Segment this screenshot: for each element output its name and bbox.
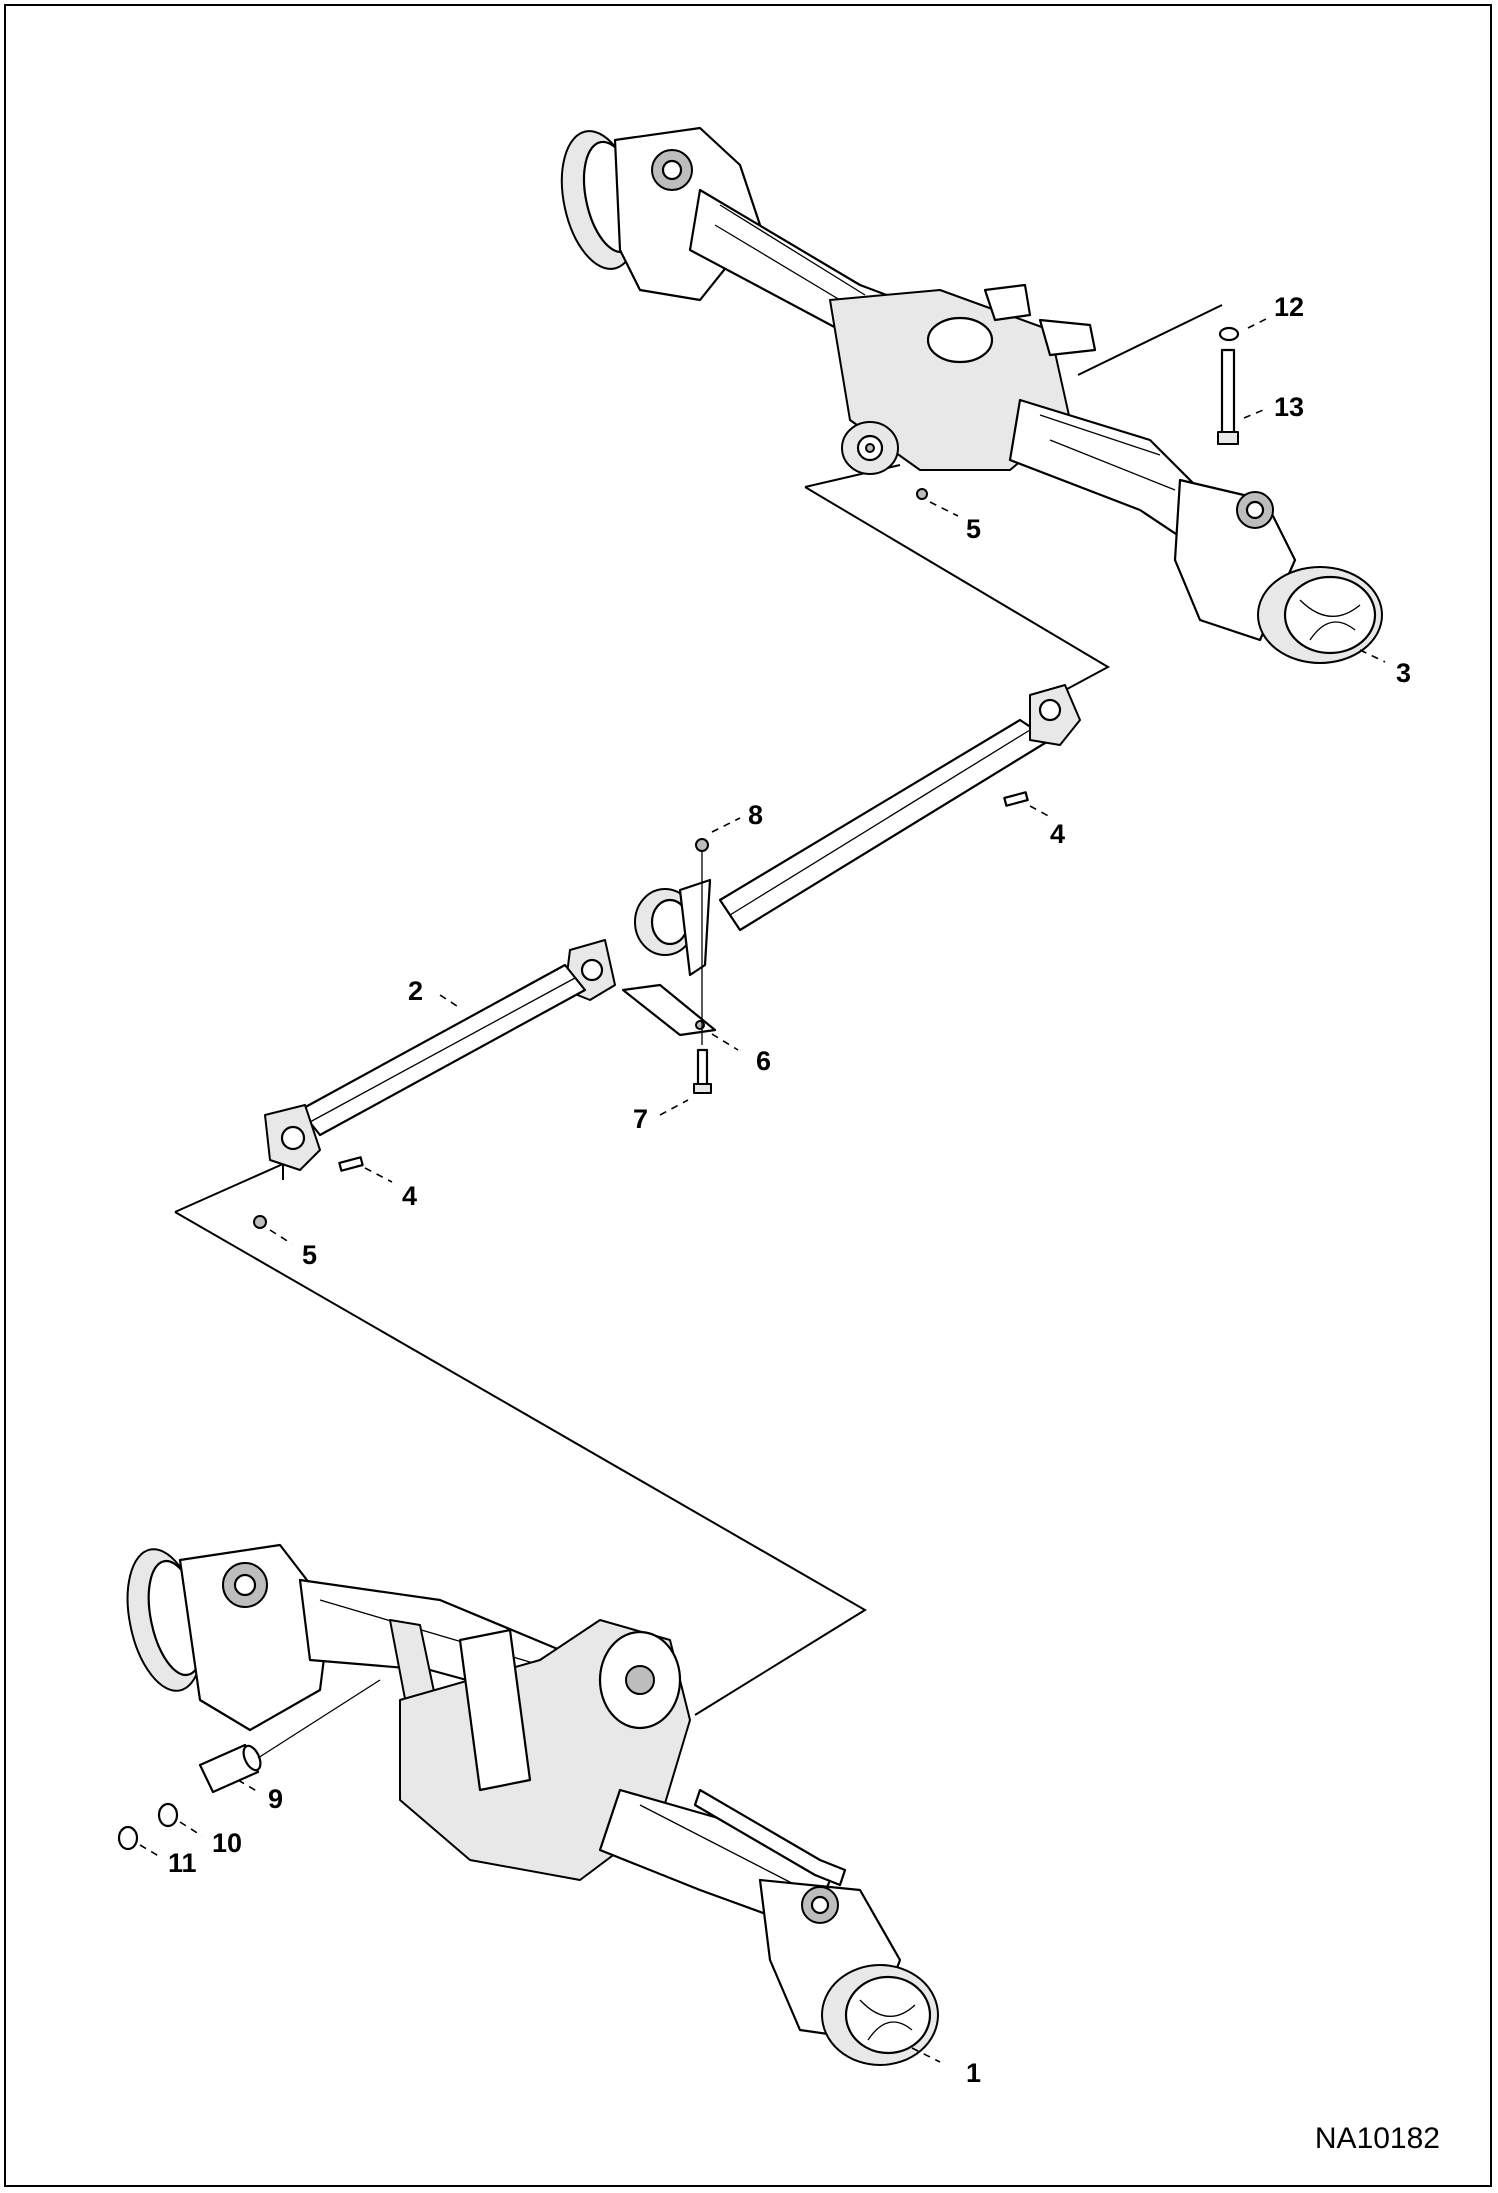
ring-10: [157, 1802, 179, 1828]
callout-12: 12: [1274, 292, 1304, 322]
callout-leaders: [139, 317, 1386, 2063]
bolt-4-lower: [338, 1156, 364, 1172]
bolt-13-head: [1217, 431, 1239, 445]
callout-8: 8: [748, 800, 763, 830]
nut-5-lower: [253, 1215, 267, 1229]
nut-5-upper: [916, 488, 928, 500]
callout-5-upper: 5: [966, 514, 981, 544]
hardware: [117, 326, 1240, 1851]
figure-code: NA10182: [1315, 2122, 1440, 2155]
front-axle-assembly: [560, 126, 1383, 664]
callout-5-lower: 5: [302, 1240, 317, 1270]
bolt-13: [1220, 348, 1236, 442]
nut-8: [695, 838, 709, 852]
callout-9: 9: [268, 1784, 283, 1814]
rear-axle-assembly: [126, 1543, 939, 2066]
callout-4-lower: 4: [402, 1181, 417, 1211]
callout-3: 3: [1396, 658, 1411, 688]
bolt-7-head: [693, 1083, 712, 1094]
callout-6: 6: [756, 1046, 771, 1076]
callout-10: 10: [212, 1828, 242, 1858]
callout-7: 7: [633, 1104, 648, 1134]
callout-1: 1: [966, 2058, 981, 2088]
connection-lines: [174, 304, 1223, 1716]
drive-shaft-assembly: [264, 684, 1081, 1171]
callout-4-upper: 4: [1050, 819, 1065, 849]
callout-13: 13: [1274, 392, 1304, 422]
callout-11: 11: [168, 1848, 197, 1878]
callout-2: 2: [408, 976, 423, 1006]
callouts: 12 13 5 3 8 4 2 6 7 4 5 9 10 11 1: [168, 292, 1411, 2088]
bolt-4-upper: [1003, 791, 1029, 807]
ring-11: [117, 1825, 139, 1851]
washer-12: [1218, 326, 1240, 342]
